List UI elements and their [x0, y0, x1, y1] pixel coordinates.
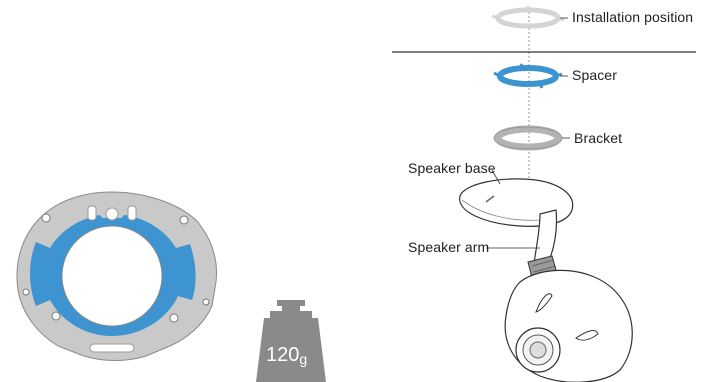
bracket-with-spacer-top-view — [16, 191, 217, 361]
weight-label: 120g — [266, 344, 307, 367]
label-spacer: Spacer — [572, 67, 617, 83]
label-installation-position: Installation position — [572, 9, 694, 25]
label-speaker-arm: Speaker arm — [408, 239, 490, 255]
spacer-ring — [493, 63, 563, 89]
screw-hole — [51, 311, 61, 321]
installation-position-ring — [491, 6, 565, 29]
label-bracket: Bracket — [574, 130, 623, 146]
screw-hole — [202, 298, 210, 306]
screw-hole — [179, 215, 189, 225]
screw-hole — [41, 213, 51, 223]
label-speaker-base: Speaker base — [408, 160, 496, 176]
screw-hole — [22, 288, 30, 296]
speaker-body — [504, 269, 633, 382]
bracket-ring — [493, 125, 563, 151]
bracket-bottom-slot — [89, 343, 135, 353]
screw-hole — [169, 313, 179, 323]
weight-icon — [256, 300, 326, 382]
leader-speaker-base — [491, 169, 501, 185]
